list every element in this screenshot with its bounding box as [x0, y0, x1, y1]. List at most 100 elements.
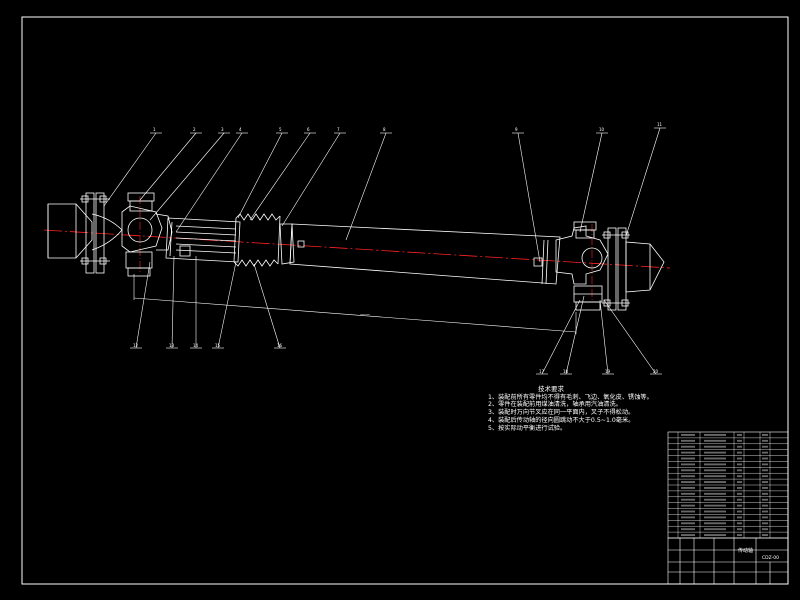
parts-table-cell-text — [762, 451, 768, 454]
balloon-leader — [541, 299, 581, 375]
balloon-leader — [175, 132, 243, 233]
parts-table-cell-text — [681, 463, 695, 466]
title-block-number: CDZ-00 — [762, 555, 779, 561]
right-flange — [602, 227, 665, 311]
balloon-number: 6 — [307, 127, 310, 132]
balloon-leader — [345, 132, 387, 241]
tech-req-item: 1、装配前所有零件均不得有毛刺、飞边、氧化皮、锈蚀等。 — [488, 393, 653, 401]
parts-table-cell-text — [737, 463, 742, 466]
balloon-number: 5 — [279, 127, 282, 132]
balloon-number: 19 — [605, 369, 611, 374]
balloon-leader — [603, 299, 657, 375]
parts-table-cell-text — [762, 439, 768, 442]
parts-table-cell-text — [762, 469, 768, 472]
parts-table-cell-text — [762, 463, 768, 466]
balloon-leader — [579, 132, 603, 233]
parts-table-cell-text — [737, 516, 742, 519]
balloon-leader — [281, 132, 341, 227]
tech-req-item: 5、按实际动平衡进行试验。 — [488, 424, 567, 432]
balloon-number: 8 — [383, 127, 386, 132]
parts-table-cell-text — [704, 534, 726, 536]
balloon-number: 10 — [599, 127, 605, 132]
balloon-number: 4 — [239, 127, 242, 132]
balloon-leader — [249, 132, 311, 221]
parts-table-cell-text — [681, 534, 695, 536]
parts-table-cell-text — [704, 463, 726, 466]
parts-list-table — [667, 431, 789, 539]
parts-table-cell-text — [704, 439, 726, 442]
parts-table-cell-text — [737, 469, 742, 472]
parts-table-cell-text — [681, 522, 695, 525]
parts-table-cell-text — [704, 475, 726, 478]
parts-table-cell-text — [737, 504, 742, 507]
balloon-number: 14 — [193, 343, 199, 348]
shaft-tube — [279, 223, 561, 285]
parts-table-cell-text — [737, 481, 742, 483]
balloon-number: 12 — [133, 343, 139, 348]
technical-requirements-title: 技术要求 — [538, 385, 564, 393]
parts-table-cell-text — [704, 445, 726, 448]
parts-table-cell-text — [704, 504, 726, 507]
parts-table-cell-text — [704, 516, 726, 519]
balloon-number: 16 — [277, 343, 283, 348]
balloon-number: 2 — [193, 127, 196, 132]
parts-table-cell-text — [737, 522, 742, 525]
balloon-number: 17 — [539, 369, 545, 374]
shaft-centerline — [43, 229, 671, 269]
balloon-leader — [217, 261, 237, 349]
parts-table-cell-text — [737, 445, 742, 448]
parts-table-cell-text — [737, 498, 742, 501]
parts-table-cell-text — [737, 510, 742, 513]
balloon-leader — [171, 255, 175, 349]
parts-table-cell-text — [681, 492, 695, 495]
balloon-number: 11 — [657, 122, 663, 127]
balloon-leader — [237, 132, 283, 219]
parts-table-cell-text — [762, 516, 768, 519]
parts-table-cell-text — [762, 510, 768, 513]
balloon-leader — [135, 261, 151, 349]
parts-table-cell-text — [762, 445, 768, 448]
parts-table-cell-text — [681, 475, 695, 478]
dimension-label: —— — [360, 312, 370, 318]
parts-table-cell-text — [681, 528, 695, 531]
balloon-leader — [599, 299, 609, 375]
parts-table-cell-text — [681, 504, 695, 507]
parts-table-cell-text — [704, 498, 726, 501]
parts-table-cell-text — [737, 451, 742, 454]
parts-table-cell-text — [737, 475, 742, 478]
parts-table-cell-text — [762, 492, 768, 495]
balloon-leader — [149, 132, 225, 221]
balloon-leader — [517, 132, 541, 263]
parts-table-cell-text — [704, 469, 726, 472]
parts-table-cell-text — [762, 481, 768, 483]
parts-table-cell-text — [704, 492, 726, 495]
parts-table-cell-text — [681, 457, 695, 460]
balloon-leader — [103, 132, 157, 207]
tech-req-item: 4、装配后传动轴的径向圆跳动不大于0.5~1.0毫米。 — [488, 416, 635, 424]
parts-table-cell-text — [704, 451, 726, 454]
parts-table-cell-text — [762, 475, 768, 478]
parts-table-cell-text — [737, 487, 742, 489]
technical-requirements: 技术要求 1、装配前所有零件均不得有毛刺、飞边、氧化皮、锈蚀等。 2、零件在装配… — [488, 385, 788, 432]
dust-boot — [233, 213, 281, 267]
parts-table-cell-text — [681, 487, 695, 489]
balloon-leader — [625, 127, 661, 237]
parts-table-cell-text — [762, 487, 768, 489]
parts-table-cell-text — [762, 504, 768, 507]
balloon-number: 7 — [337, 127, 340, 132]
parts-table-cell-text — [737, 457, 742, 460]
parts-table-cell-text — [681, 445, 695, 448]
balloon-leader — [253, 263, 281, 349]
parts-table-cell-text — [762, 528, 768, 531]
tech-req-item: 3、装配时万向节叉应在同一平面内，叉子不得松动。 — [488, 409, 635, 417]
parts-table-cell-text — [704, 457, 726, 460]
parts-table-cell-text — [704, 434, 726, 436]
balloon-number: 1 — [153, 127, 156, 132]
balloon-number: 3 — [221, 127, 224, 132]
overall-length-dimension — [133, 274, 577, 334]
parts-table-cell-text — [681, 451, 695, 454]
parts-table-cell-text — [681, 434, 695, 436]
parts-table-cell-text — [681, 510, 695, 513]
parts-table-cell-text — [704, 481, 726, 483]
